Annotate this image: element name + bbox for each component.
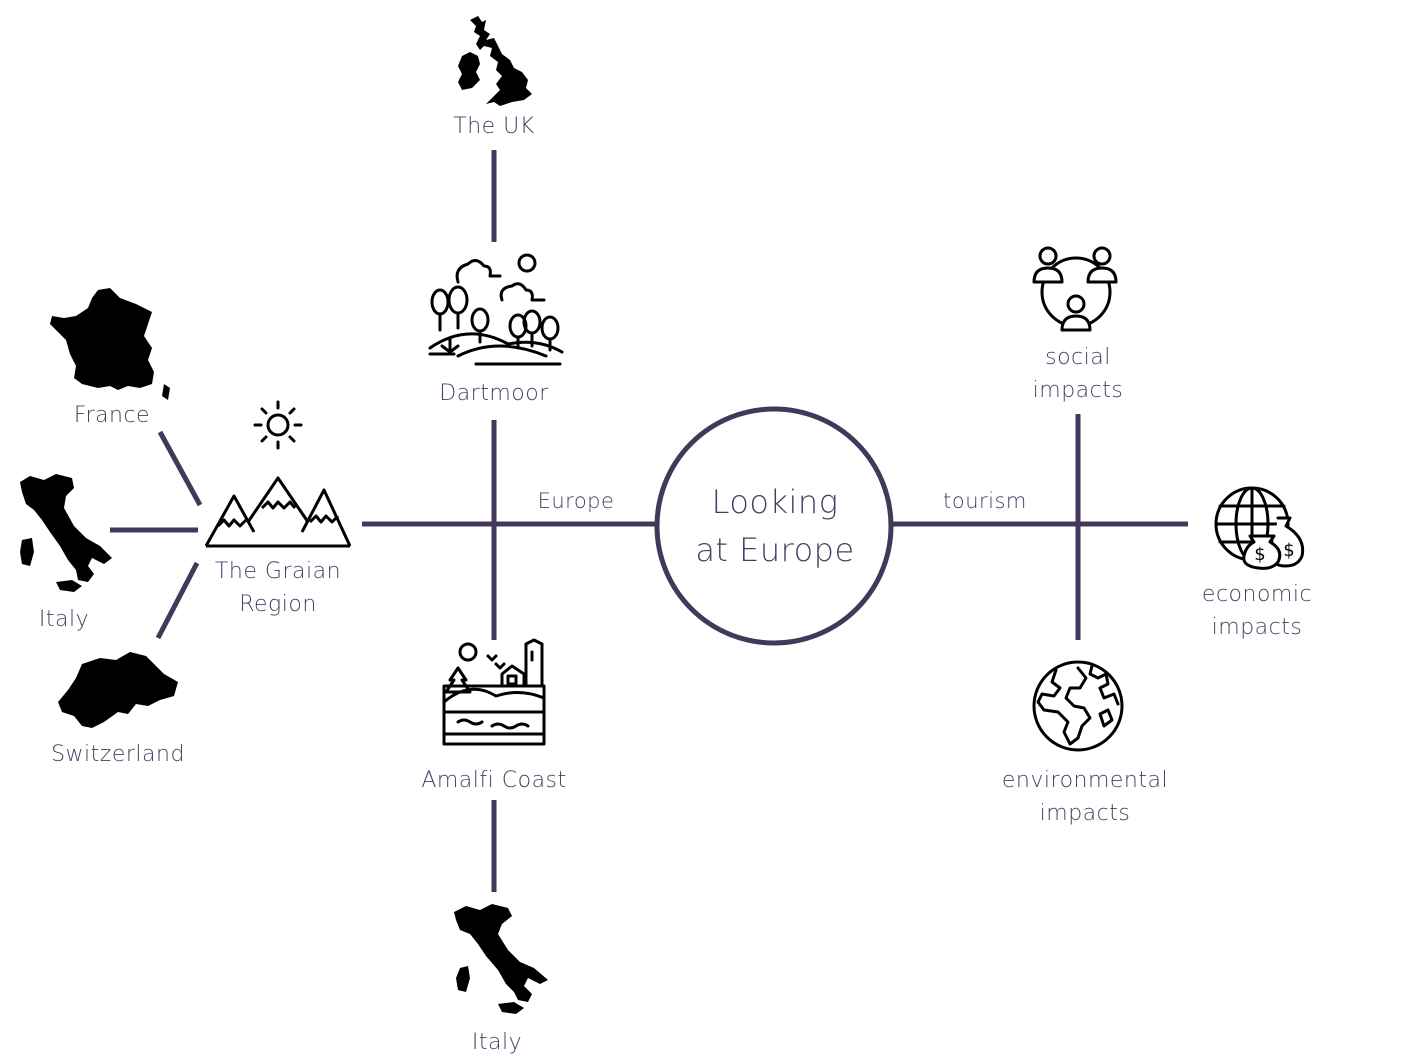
social-impacts-label: social impacts bbox=[1008, 341, 1148, 407]
central-topic-line-2: at Europe bbox=[695, 531, 855, 569]
central-topic-line-1: Looking bbox=[711, 483, 839, 521]
environmental-impacts-label: environmental impacts bbox=[994, 764, 1176, 830]
economic-impacts-label: economic impacts bbox=[1186, 578, 1328, 644]
environmental-impacts-label-line-2: impacts bbox=[1039, 801, 1131, 826]
dartmoor-label: Dartmoor bbox=[439, 381, 549, 406]
tourism-branch-label: tourism bbox=[943, 489, 1027, 513]
italy-map-icon bbox=[454, 904, 548, 1014]
france-connector bbox=[157, 430, 203, 507]
people-network-icon bbox=[1032, 246, 1118, 332]
mountains-icon bbox=[204, 476, 352, 548]
social-impacts-label-line-1: social bbox=[1045, 345, 1111, 370]
italy-left-label: Italy bbox=[38, 607, 90, 632]
france-label: France bbox=[73, 403, 151, 428]
svg-text:$: $ bbox=[1254, 544, 1265, 565]
france-map-icon bbox=[50, 288, 170, 400]
switzerland-label: Switzerland bbox=[51, 742, 185, 767]
svg-text:$: $ bbox=[1283, 540, 1294, 561]
switzerland-map-icon bbox=[58, 652, 178, 728]
sun-icon bbox=[253, 400, 303, 450]
countryside-landscape-icon bbox=[428, 253, 564, 366]
switzerland-connector bbox=[155, 561, 200, 640]
economic-impacts-label-line-1: economic bbox=[1201, 582, 1313, 607]
economic-impacts-label-line-2: impacts bbox=[1211, 615, 1303, 640]
social-impacts-label-line-2: impacts bbox=[1032, 378, 1124, 403]
europe-branch-label: Europe bbox=[537, 489, 615, 513]
graian-region-label-line-1: The Graian bbox=[214, 559, 342, 584]
graian-region-label: The Graian Region bbox=[198, 555, 358, 621]
italy-bottom-label: Italy bbox=[471, 1030, 523, 1055]
environmental-impacts-label-line-1: environmental bbox=[1001, 768, 1169, 793]
globe-money-bags-icon: $ $ bbox=[1214, 486, 1305, 570]
coastal-village-icon bbox=[442, 638, 546, 746]
uk-label: The UK bbox=[453, 114, 535, 139]
central-topic: Looking at Europe bbox=[660, 478, 890, 574]
uk-map-icon bbox=[458, 16, 532, 106]
amalfi-coast-label: Amalfi Coast bbox=[421, 768, 567, 793]
earth-globe-icon bbox=[1032, 660, 1124, 752]
graian-region-label-line-2: Region bbox=[239, 592, 317, 617]
italy-map-icon bbox=[20, 474, 112, 592]
